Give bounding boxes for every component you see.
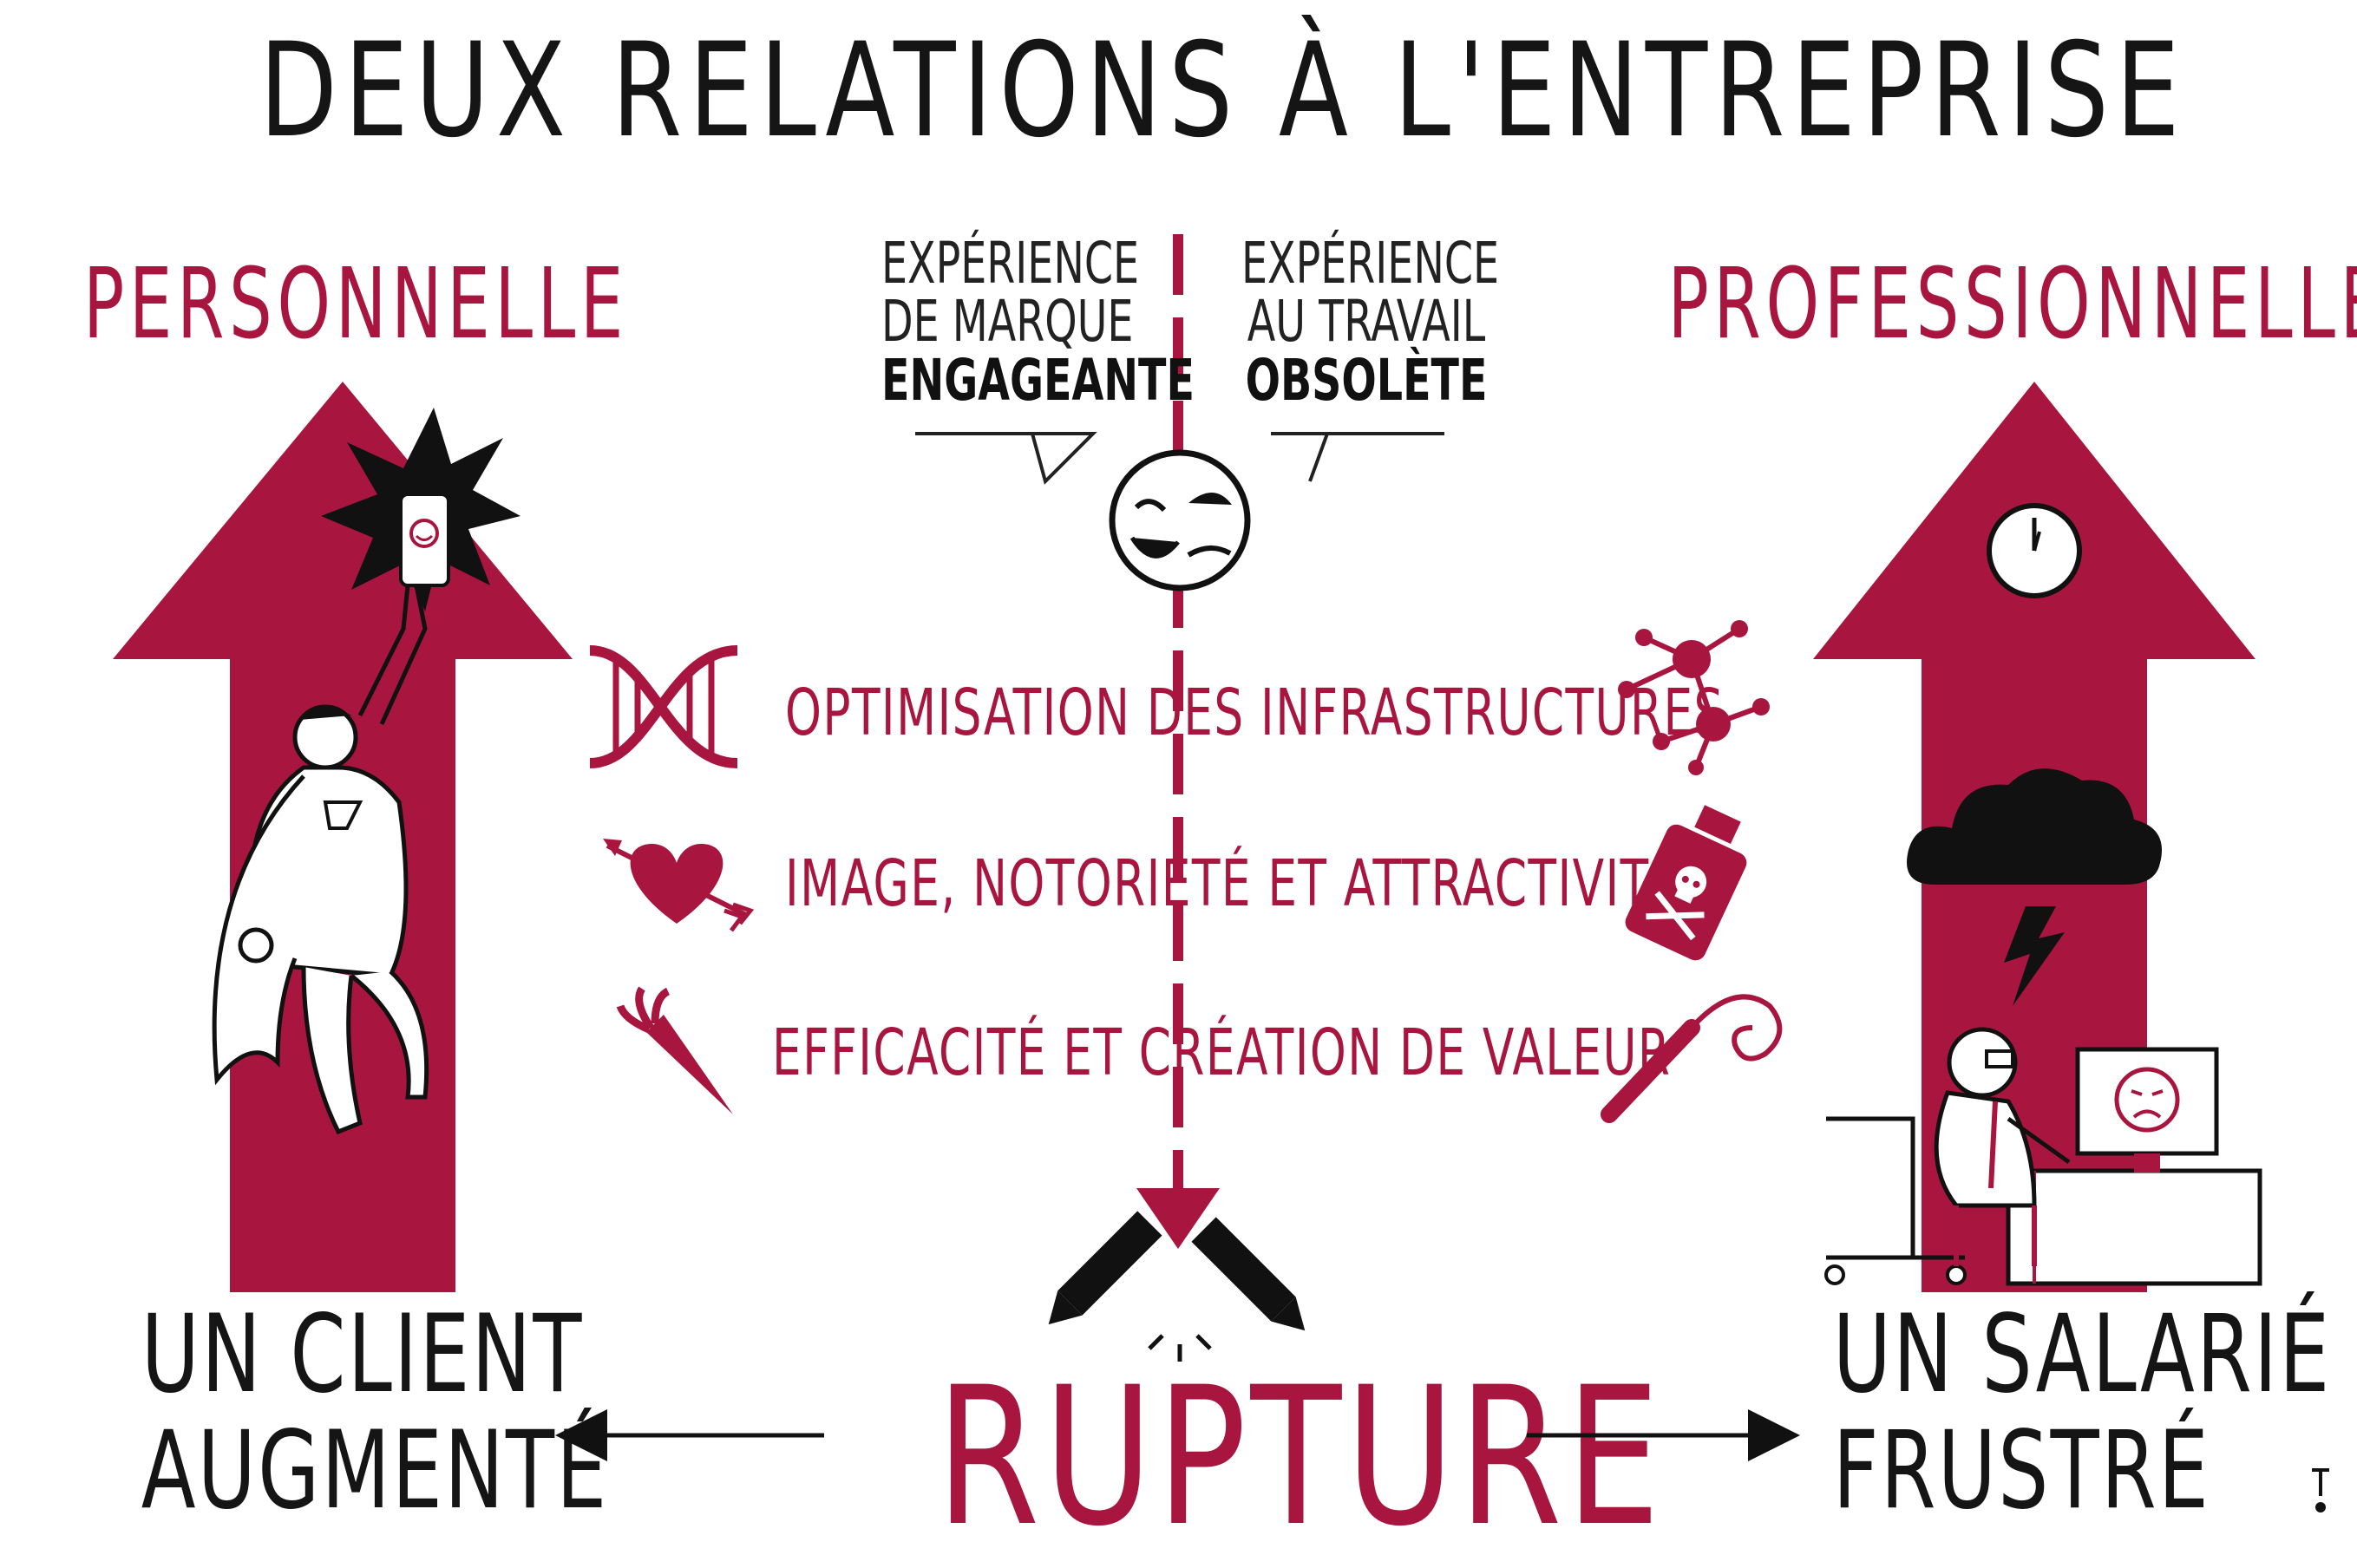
broken-pencils-icon	[1048, 1211, 1306, 1362]
poison-bottle-icon	[1625, 805, 1747, 961]
left-quote: EXPÉRIENCE DE MARQUE ENGAGEANTE	[881, 230, 1195, 409]
benefit-row-2: IMAGE, NOTORIÉTÉ ET ATTRACTIVITÉ	[785, 846, 1680, 921]
dna-icon	[589, 645, 738, 768]
left-quote-line1: EXPÉRIENCE	[881, 230, 1140, 297]
molecule-icon	[1618, 620, 1770, 775]
wink-annoyed-face-icon	[1109, 449, 1251, 591]
carrot-icon	[616, 986, 733, 1114]
right-conclusion-line2: FRUSTRÉ	[1832, 1408, 2211, 1533]
heart-arrow-icon	[603, 839, 755, 932]
right-heading: PROFESSIONNELLE	[1667, 248, 2357, 361]
storm-cloud-icon	[1907, 768, 2162, 1006]
left-quote-line2: DE MARQUE	[881, 288, 1134, 356]
right-quote-emphasis: OBSOLÈTE	[1245, 346, 1488, 414]
benefit-row-1: OPTIMISATION DES INFRASTRUCTURES	[785, 676, 1725, 750]
benefit-row-3: EFFICACITÉ ET CRÉATION DE VALEUR	[772, 1016, 1672, 1090]
whip-icon	[1601, 994, 1783, 1123]
right-quote-line1: EXPÉRIENCE	[1241, 230, 1500, 297]
right-quote: EXPÉRIENCE AU TRAVAIL OBSOLÈTE	[1241, 230, 1500, 409]
left-heading: PERSONNELLE	[82, 248, 629, 361]
page-title: DEUX RELATIONS À L'ENTREPRISE	[259, 16, 2187, 167]
left-quote-emphasis: ENGAGEANTE	[881, 346, 1195, 414]
artist-signature-icon	[2312, 1468, 2329, 1512]
clock-icon	[1987, 503, 2082, 598]
frustrated-worker-illustration	[1824, 1027, 2262, 1286]
right-quote-line2: AU TRAVAIL	[1247, 288, 1486, 356]
superhero-illustration	[212, 408, 521, 1135]
